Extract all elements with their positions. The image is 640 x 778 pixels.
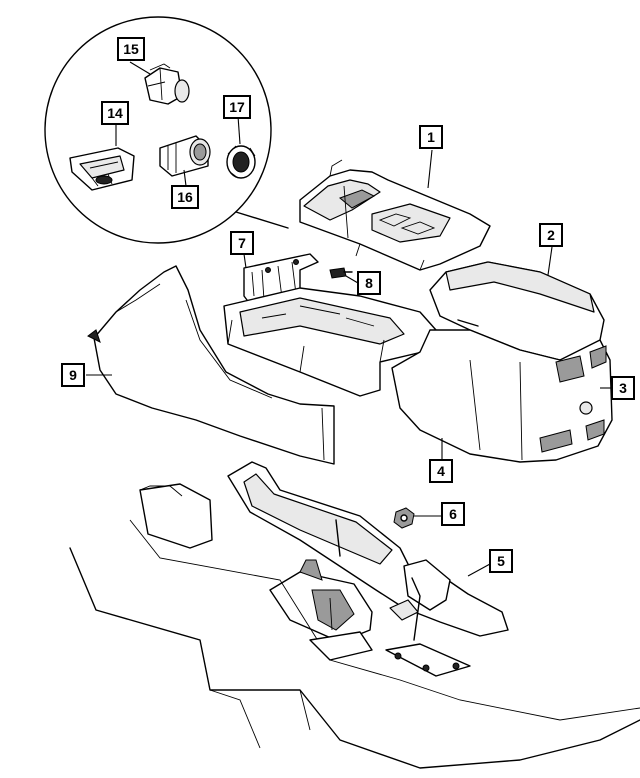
callout-6: 6 (441, 502, 465, 526)
callout-4: 4 (429, 459, 453, 483)
floor-pan (69, 483, 640, 769)
callout-7-label: 7 (238, 235, 246, 251)
armrest-lid-part (429, 261, 605, 361)
lighter-knob-part (226, 145, 256, 179)
cigar-lighter-part (159, 135, 211, 177)
shifter-mechanism (269, 559, 373, 643)
console-base-part (223, 287, 437, 397)
callout-1: 1 (419, 125, 443, 149)
callout-4-label: 4 (437, 463, 445, 479)
leader-lines (86, 61, 612, 577)
callout-1-label: 1 (427, 129, 435, 145)
callout-14-label: 14 (107, 105, 123, 121)
accessory-bracket-part (69, 147, 135, 191)
side-trim-panel-part (87, 265, 335, 465)
callout-3-label: 3 (619, 380, 627, 396)
callout-9-label: 9 (69, 367, 77, 383)
console-bezel-part (299, 159, 491, 271)
power-outlet-socket-part (144, 63, 190, 105)
callout-8-label: 8 (365, 275, 373, 291)
shifter-bracket-part (227, 461, 509, 641)
callout-7: 7 (230, 231, 254, 255)
callout-14: 14 (101, 101, 129, 125)
callout-9: 9 (61, 363, 85, 387)
callout-3: 3 (611, 376, 635, 400)
callout-5-label: 5 (497, 553, 505, 569)
rear-bin-part (391, 329, 613, 463)
detail-inset-circle (44, 16, 289, 244)
callout-5: 5 (489, 549, 513, 573)
callout-15: 15 (117, 37, 145, 61)
screw-part (329, 267, 353, 279)
callout-2: 2 (539, 223, 563, 247)
nut-part (393, 507, 415, 529)
callout-16-label: 16 (177, 189, 193, 205)
callout-17-label: 17 (229, 99, 245, 115)
callout-17: 17 (223, 95, 251, 119)
callout-2-label: 2 (547, 227, 555, 243)
callout-15-label: 15 (123, 41, 139, 57)
callout-16: 16 (171, 185, 199, 209)
callout-8: 8 (357, 271, 381, 295)
callout-6-label: 6 (449, 506, 457, 522)
